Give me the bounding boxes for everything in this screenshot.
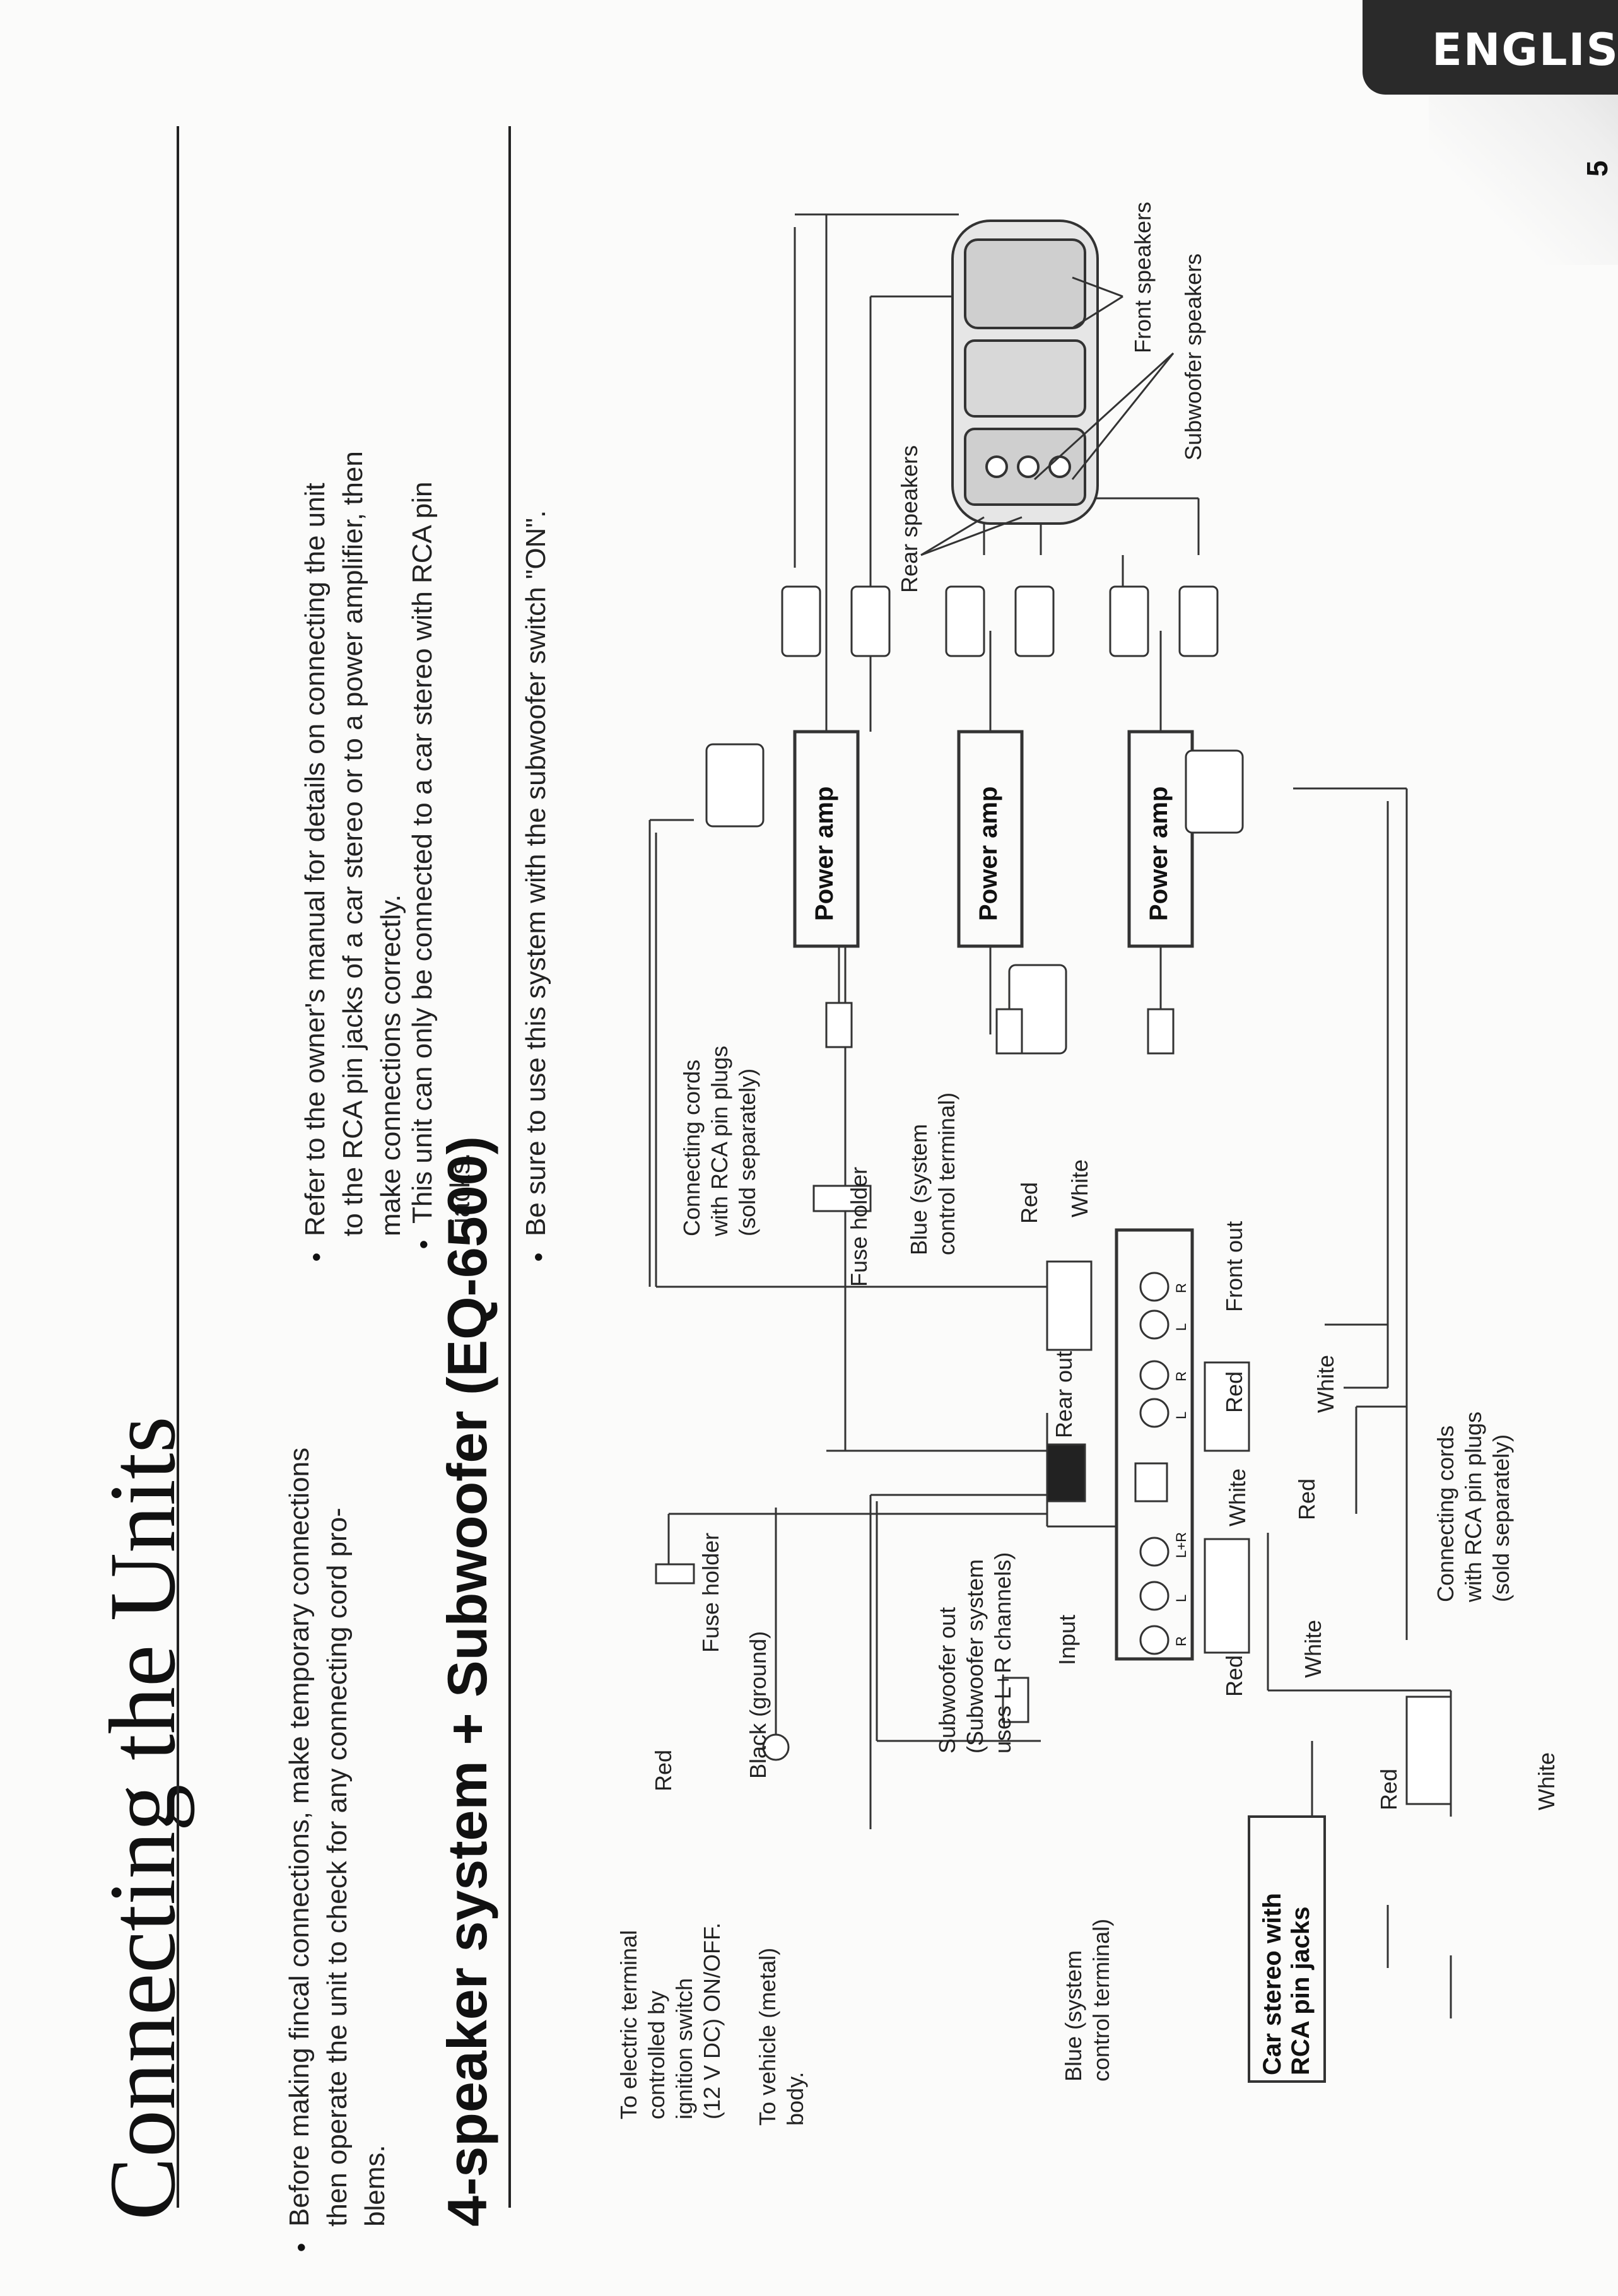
eq-plugs bbox=[1046, 1260, 1452, 1805]
label-blue-system-2-line-2: control terminal) bbox=[934, 1092, 959, 1255]
blue-connectors bbox=[825, 1002, 1175, 1723]
intro-bullet-2: Refer to the owner's manual for details … bbox=[296, 451, 410, 1236]
jack-label-l-front: L bbox=[1173, 1323, 1189, 1331]
car-stereo-label: Car stereo with RCA pin jacks bbox=[1258, 1893, 1315, 2075]
rca-plugs-amp-inputs bbox=[705, 743, 1244, 1055]
label-black-ground: Black (ground) bbox=[745, 1631, 771, 1779]
label-input: Input bbox=[1054, 1614, 1080, 1665]
section-note: Be sure to use this system with the subw… bbox=[520, 510, 551, 1236]
intro-bullet-1-line-3: blems. bbox=[360, 2145, 390, 2227]
label-subwoofer-out: Subwoofer out (Subwoofer system uses L+R… bbox=[934, 1552, 1017, 1754]
label-connecting-cords-1-line-3: (sold separately) bbox=[734, 1068, 760, 1236]
label-electric-terminal: To electric terminal controlled by ignit… bbox=[615, 1923, 726, 2119]
language-badge: ENGLISH bbox=[1363, 0, 1618, 95]
jack-label-lr: L+R bbox=[1173, 1532, 1189, 1558]
eq-jacks bbox=[1134, 1272, 1170, 1655]
label-blue-system-1-line-1: Blue (system bbox=[1060, 1950, 1086, 2082]
equalizer-unit bbox=[1115, 1228, 1194, 1661]
label-white-lr: White bbox=[1224, 1468, 1250, 1526]
fuse-holders bbox=[655, 1185, 872, 1761]
label-electric-terminal-line-4: (12 V DC) ON/OFF. bbox=[699, 1922, 725, 2119]
label-vehicle-body-line-2: body. bbox=[782, 2071, 808, 2126]
intro-bullet-1-line-2: then operate the unit to check for any c… bbox=[322, 1508, 353, 2227]
intro-bullet-1-line-1: Before making fincal connections, make t… bbox=[284, 1447, 315, 2227]
label-rear-speakers: Rear speakers bbox=[896, 445, 922, 593]
jack-label-l-rear: L bbox=[1173, 1411, 1189, 1419]
label-blue-system-2: Blue (system control terminal) bbox=[905, 1092, 961, 1255]
label-subwoofer-speakers: Subwoofer speakers bbox=[1180, 253, 1206, 460]
jack-label-r-input: R bbox=[1173, 1636, 1189, 1646]
label-connecting-cords-1-line-2: with RCA pin plugs bbox=[706, 1045, 732, 1236]
label-white-stereo: White bbox=[1533, 1752, 1559, 1810]
label-blue-system-1-line-2: control terminal) bbox=[1088, 1918, 1114, 2082]
label-fuse-holder-2: Fuse holder bbox=[846, 1166, 872, 1287]
intro-bullet-3-line-2: jacks. bbox=[445, 1152, 476, 1224]
label-subwoofer-out-line-2: (Subwoofer system bbox=[962, 1559, 988, 1754]
intro-bullet-3: This unit can only be connected to a car… bbox=[404, 482, 479, 1224]
label-red-1: Red bbox=[650, 1749, 676, 1791]
language-label: ENGLISH bbox=[1432, 24, 1618, 76]
label-connecting-cords-2: Connecting cords with RCA pin plugs (sol… bbox=[1432, 1412, 1515, 1602]
label-rear-out: Rear out bbox=[1051, 1350, 1077, 1438]
label-connecting-cords-2-line-1: Connecting cords bbox=[1433, 1425, 1458, 1602]
label-subwoofer-out-line-1: Subwoofer out bbox=[934, 1607, 960, 1754]
bullet-dot-4: • bbox=[525, 1252, 553, 1262]
car-top-view bbox=[951, 220, 1099, 525]
label-red-stereo: Red bbox=[1376, 1768, 1402, 1810]
power-amp-label-1: Power amp bbox=[811, 786, 838, 921]
label-electric-terminal-line-1: To electric terminal bbox=[616, 1930, 642, 2119]
label-red-input: Red bbox=[1221, 1655, 1247, 1697]
label-electric-terminal-line-2: controlled by bbox=[643, 1990, 669, 2119]
intro-bullet-2-line-1: Refer to the owner's manual for details … bbox=[300, 483, 331, 1236]
power-amp-label-3: Power amp bbox=[1145, 786, 1173, 921]
jack-label-l-input: L bbox=[1173, 1594, 1189, 1602]
section-title: 4-speaker system + Subwoofer (EQ-6500) bbox=[436, 1136, 498, 2227]
bullet-dot-2: • bbox=[303, 1252, 331, 1262]
speaker-pointers bbox=[920, 276, 1175, 556]
car-stereo-label-line-2: RCA pin jacks bbox=[1287, 1906, 1315, 2075]
label-white-front: White bbox=[1067, 1159, 1093, 1217]
jack-label-r-front: R bbox=[1173, 1283, 1189, 1293]
bullet-dot-1: • bbox=[288, 2242, 315, 2252]
label-front-out: Front out bbox=[1221, 1221, 1247, 1312]
jack-label-r-rear: R bbox=[1173, 1371, 1189, 1381]
label-vehicle-body: To vehicle (metal) body. bbox=[754, 1948, 809, 2126]
rca-plugs-speakers bbox=[781, 585, 1219, 657]
label-vehicle-body-line-1: To vehicle (metal) bbox=[754, 1947, 780, 2126]
label-blue-system-2-line-1: Blue (system bbox=[906, 1123, 932, 1255]
label-connecting-cords-1: Connecting cords with RCA pin plugs (sol… bbox=[678, 1046, 761, 1236]
label-blue-system-1: Blue (system control terminal) bbox=[1060, 1919, 1115, 2082]
power-amp-label-2: Power amp bbox=[975, 786, 1002, 921]
label-fuse-holder-1: Fuse holder bbox=[698, 1532, 724, 1653]
bullet-dot-3: • bbox=[410, 1239, 438, 1249]
label-red-lr: Red bbox=[1294, 1478, 1320, 1520]
intro-bullet-2-line-2: to the RCA pin jacks of a car stereo or … bbox=[337, 451, 368, 1236]
label-white-rear: White bbox=[1313, 1354, 1339, 1413]
car-stereo-label-line-1: Car stereo with bbox=[1258, 1893, 1286, 2075]
label-red-rear: Red bbox=[1221, 1371, 1247, 1413]
intro-bullet-1: Before making fincal connections, make t… bbox=[281, 1448, 394, 2227]
intro-bullet-3-line-1: This unit can only be connected to a car… bbox=[407, 481, 438, 1224]
label-electric-terminal-line-3: ignition switch bbox=[671, 1977, 697, 2119]
label-connecting-cords-2-line-3: (sold separately) bbox=[1488, 1434, 1514, 1602]
label-red-front: Red bbox=[1016, 1181, 1042, 1224]
car-stereo-box bbox=[1248, 1815, 1326, 2083]
label-front-speakers: Front speakers bbox=[1130, 201, 1156, 353]
label-connecting-cords-1-line-1: Connecting cords bbox=[679, 1059, 705, 1236]
label-white-input: White bbox=[1300, 1619, 1326, 1678]
label-subwoofer-out-line-3: uses L+R channels) bbox=[990, 1552, 1016, 1754]
label-connecting-cords-2-line-2: with RCA pin plugs bbox=[1460, 1411, 1486, 1602]
language-badge-bg bbox=[1363, 0, 1618, 95]
